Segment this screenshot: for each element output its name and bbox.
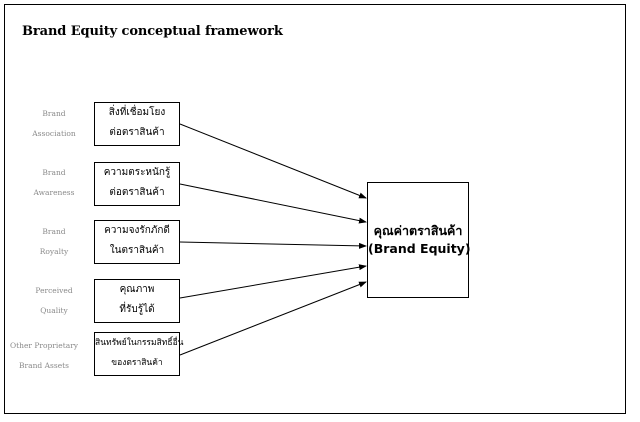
- factor-box: ความจงรักภักดี ในตราสินค้า: [94, 220, 180, 264]
- factor-box: สิ่งที่เชื่อมโยง ต่อตราสินค้า: [94, 102, 180, 146]
- factor-label-line: Brand: [42, 109, 66, 118]
- factor-box-line: ของตราสินค้า: [111, 358, 163, 368]
- factor-label: Brand Awareness: [24, 163, 84, 203]
- arrow-royalty: [179, 241, 367, 249]
- factor-box-line: ที่รับรู้ได้: [119, 304, 155, 315]
- diagram-title: Brand Equity conceptual framework: [22, 24, 283, 39]
- arrow-other-assets: [179, 281, 367, 356]
- factor-label-line: Brand: [42, 227, 66, 236]
- factor-label-line: Perceived: [35, 286, 73, 295]
- factor-box: คุณภาพ ที่รับรู้ได้: [94, 279, 180, 323]
- factor-box-line: คุณภาพ: [119, 284, 155, 295]
- arrow-awareness: [179, 183, 367, 224]
- factor-label-line: Brand Assets: [19, 361, 69, 370]
- factor-label-line: Royalty: [39, 247, 69, 256]
- factor-label: Other Proprietary Brand Assets: [6, 336, 82, 376]
- factor-label: Perceived Quality: [24, 281, 84, 321]
- factor-box-line: ความจงรักภักดี: [104, 225, 170, 236]
- factor-box-line: ต่อตราสินค้า: [109, 127, 165, 138]
- factor-label-line: Awareness: [33, 188, 75, 197]
- brand-equity-line: (Brand Equity): [368, 241, 471, 256]
- brand-equity-box: คุณค่าตราสินค้า (Brand Equity): [367, 182, 471, 298]
- factor-box: สินทรัพย์ในกรรมสิทธิ์อื่น ของตราสินค้า: [94, 332, 184, 376]
- factor-box-line: สิ่งที่เชื่อมโยง: [108, 107, 166, 118]
- brand-equity-line: คุณค่าตราสินค้า: [373, 223, 463, 238]
- factor-label-line: Brand: [42, 168, 66, 177]
- factor-label: Brand Royalty: [24, 222, 84, 262]
- arrow-association: [179, 123, 367, 199]
- factor-label: Brand Association: [24, 104, 84, 144]
- factor-box-line: ในตราสินค้า: [109, 245, 165, 256]
- factor-box: ความตระหนักรู้ ต่อตราสินค้า: [94, 162, 180, 206]
- factor-box-line: ความตระหนักรู้: [103, 167, 171, 178]
- factor-box-line: สินทรัพย์ในกรรมสิทธิ์อื่น: [95, 338, 184, 348]
- factor-label-line: Other Proprietary: [9, 341, 79, 350]
- factor-label-line: Association: [32, 129, 76, 138]
- factor-label-line: Quality: [40, 306, 68, 315]
- factor-box-line: ต่อตราสินค้า: [109, 187, 165, 198]
- arrow-quality: [179, 264, 367, 299]
- diagram-frame: [4, 4, 626, 414]
